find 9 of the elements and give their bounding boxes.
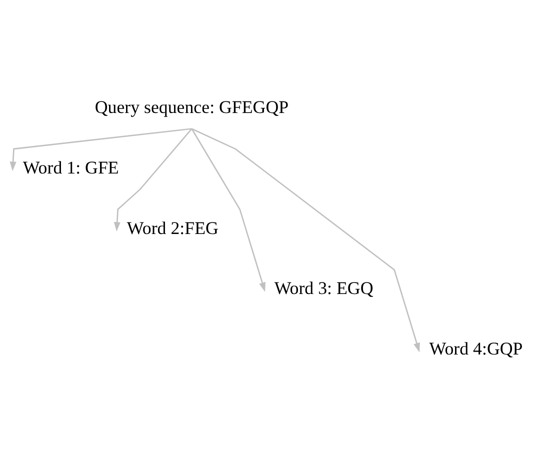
arrow bbox=[191, 128, 420, 352]
arrow bbox=[114, 128, 192, 232]
arrow bbox=[191, 128, 266, 292]
node-text: Query sequence: GFEGQP bbox=[94, 96, 289, 117]
node-text: Word 3: EGQ bbox=[274, 278, 374, 298]
arrow bbox=[10, 128, 192, 172]
node-text: Word 4:GQP bbox=[429, 338, 523, 359]
node-text: Word 2:FEG bbox=[126, 218, 218, 238]
node-text: Word 1: GFE bbox=[22, 157, 119, 178]
